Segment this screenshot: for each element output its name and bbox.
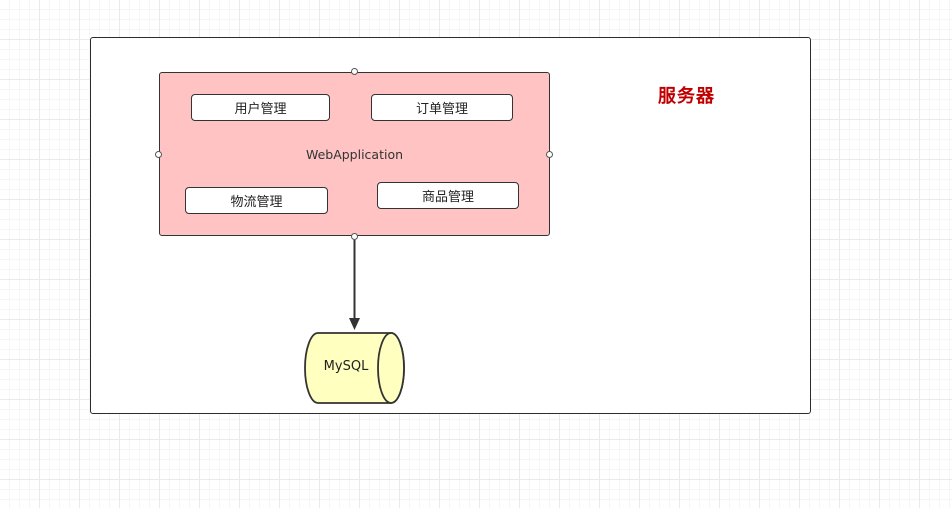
mysql-label: MySQL [323, 359, 369, 374]
module-logistics-management: 物流管理 [185, 187, 328, 214]
server-label: 服务器 [658, 86, 715, 107]
web-application-label: WebApplication [305, 147, 404, 162]
connection-handle-top[interactable] [351, 68, 358, 75]
connection-handle-right[interactable] [546, 151, 553, 158]
mysql-cylinder [304, 332, 405, 404]
connection-handle-left[interactable] [155, 151, 162, 158]
arrowhead [349, 318, 360, 330]
module-product-management: 商品管理 [377, 182, 519, 209]
module-user-management: 用户管理 [191, 94, 330, 121]
connection-handle-bottom[interactable] [351, 233, 358, 240]
module-order-management: 订单管理 [371, 94, 513, 121]
